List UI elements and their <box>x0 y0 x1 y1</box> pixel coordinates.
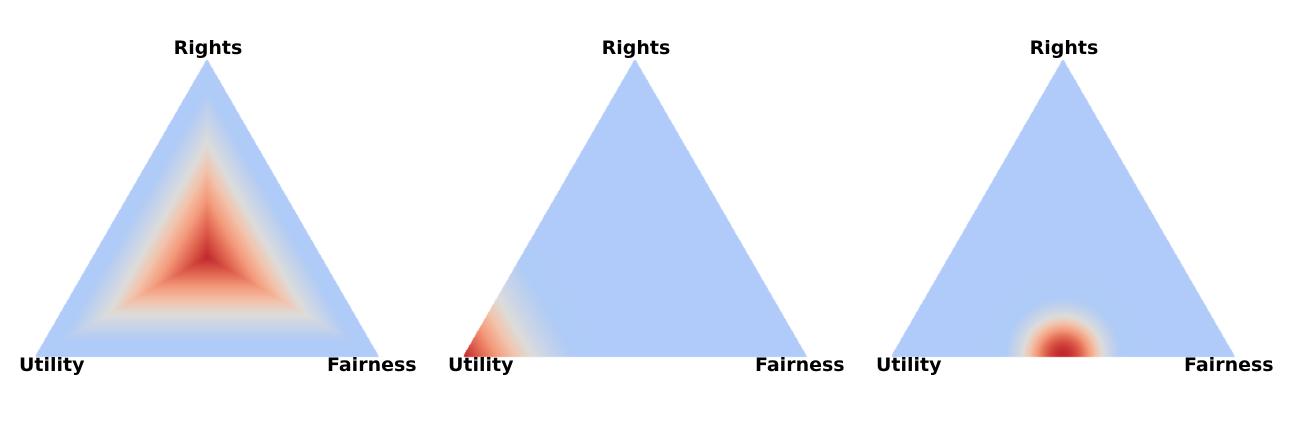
vertex-label-rights: Rights <box>601 37 671 59</box>
ternary-heatmap-3 <box>856 0 1284 432</box>
vertex-label-fairness: Fairness <box>755 354 845 376</box>
vertex-label-fairness: Fairness <box>327 354 417 376</box>
vertex-label-utility: Utility <box>876 354 942 376</box>
vertex-label-utility: Utility <box>448 354 514 376</box>
vertex-label-rights: Rights <box>173 37 243 59</box>
ternary-heatmap-2 <box>428 0 856 432</box>
ternary-panel-3: Rights Utility Fairness <box>856 0 1284 432</box>
ternary-panel-1: Rights Utility Fairness <box>0 0 428 432</box>
vertex-label-fairness: Fairness <box>1184 354 1274 376</box>
ternary-panel-2: Rights Utility Fairness <box>428 0 856 432</box>
ternary-heatmap-1 <box>0 0 428 432</box>
vertex-label-utility: Utility <box>19 354 85 376</box>
vertex-label-rights: Rights <box>1029 37 1099 59</box>
